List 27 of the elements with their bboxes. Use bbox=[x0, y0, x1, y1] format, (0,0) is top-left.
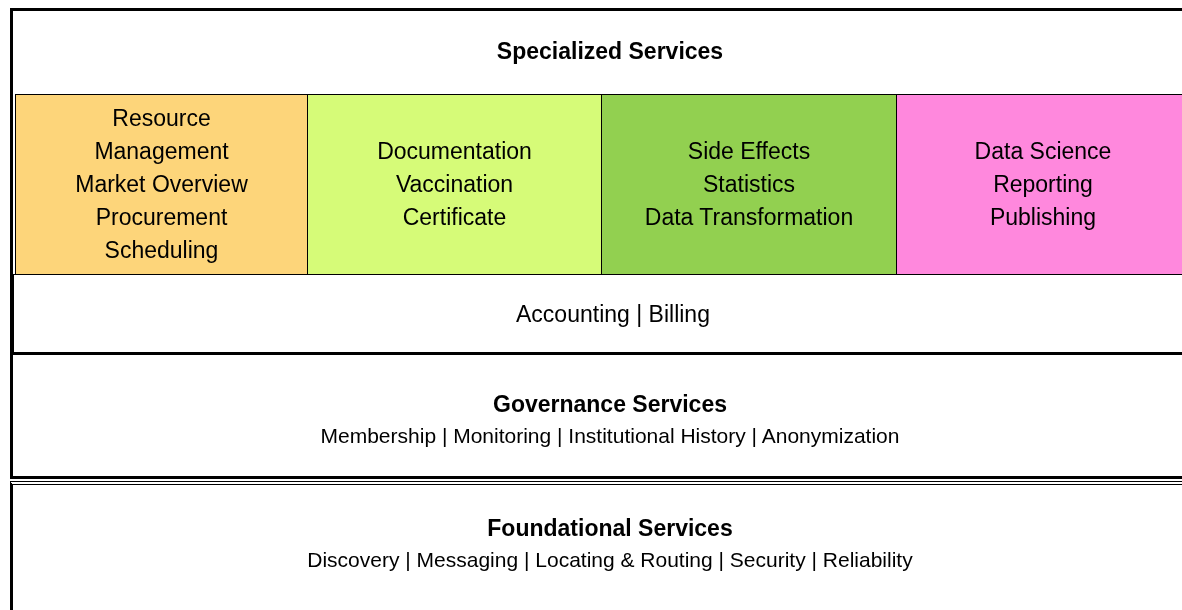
service-label: Certificate bbox=[402, 203, 507, 232]
service-label: Statistics bbox=[703, 170, 795, 199]
service-box bbox=[13, 274, 1182, 354]
service-box bbox=[896, 94, 1182, 275]
service-label: Data Science bbox=[974, 137, 1112, 166]
service-label: Market Overview bbox=[75, 170, 248, 199]
service-label: Documentation bbox=[377, 137, 532, 166]
service-list: Membership | Monitoring | Institutional History | Anonymization bbox=[320, 421, 900, 451]
service-label: Reporting bbox=[993, 170, 1093, 199]
service-band bbox=[10, 481, 1182, 610]
service-label: Resource Management bbox=[93, 104, 230, 166]
service-label: Accounting | Billing bbox=[516, 299, 710, 329]
service-label: Procurement bbox=[95, 203, 228, 232]
service-band bbox=[10, 352, 1182, 479]
service-label: Vaccination bbox=[395, 170, 514, 199]
service-band bbox=[10, 8, 1182, 354]
service-label: Side Effects bbox=[687, 137, 811, 166]
service-box bbox=[307, 94, 602, 275]
section-heading: Foundational Services bbox=[487, 514, 733, 543]
service-box bbox=[601, 94, 897, 275]
service-box bbox=[15, 94, 308, 275]
service-label: Data Transformation bbox=[644, 203, 854, 232]
service-label: Scheduling bbox=[104, 236, 219, 265]
section-heading: Governance Services bbox=[493, 390, 727, 419]
section-heading: Specialized Services bbox=[496, 37, 724, 66]
service-label: Publishing bbox=[989, 203, 1097, 232]
service-list: Discovery | Messaging | Locating & Routing | Security | Reliability bbox=[307, 545, 913, 575]
